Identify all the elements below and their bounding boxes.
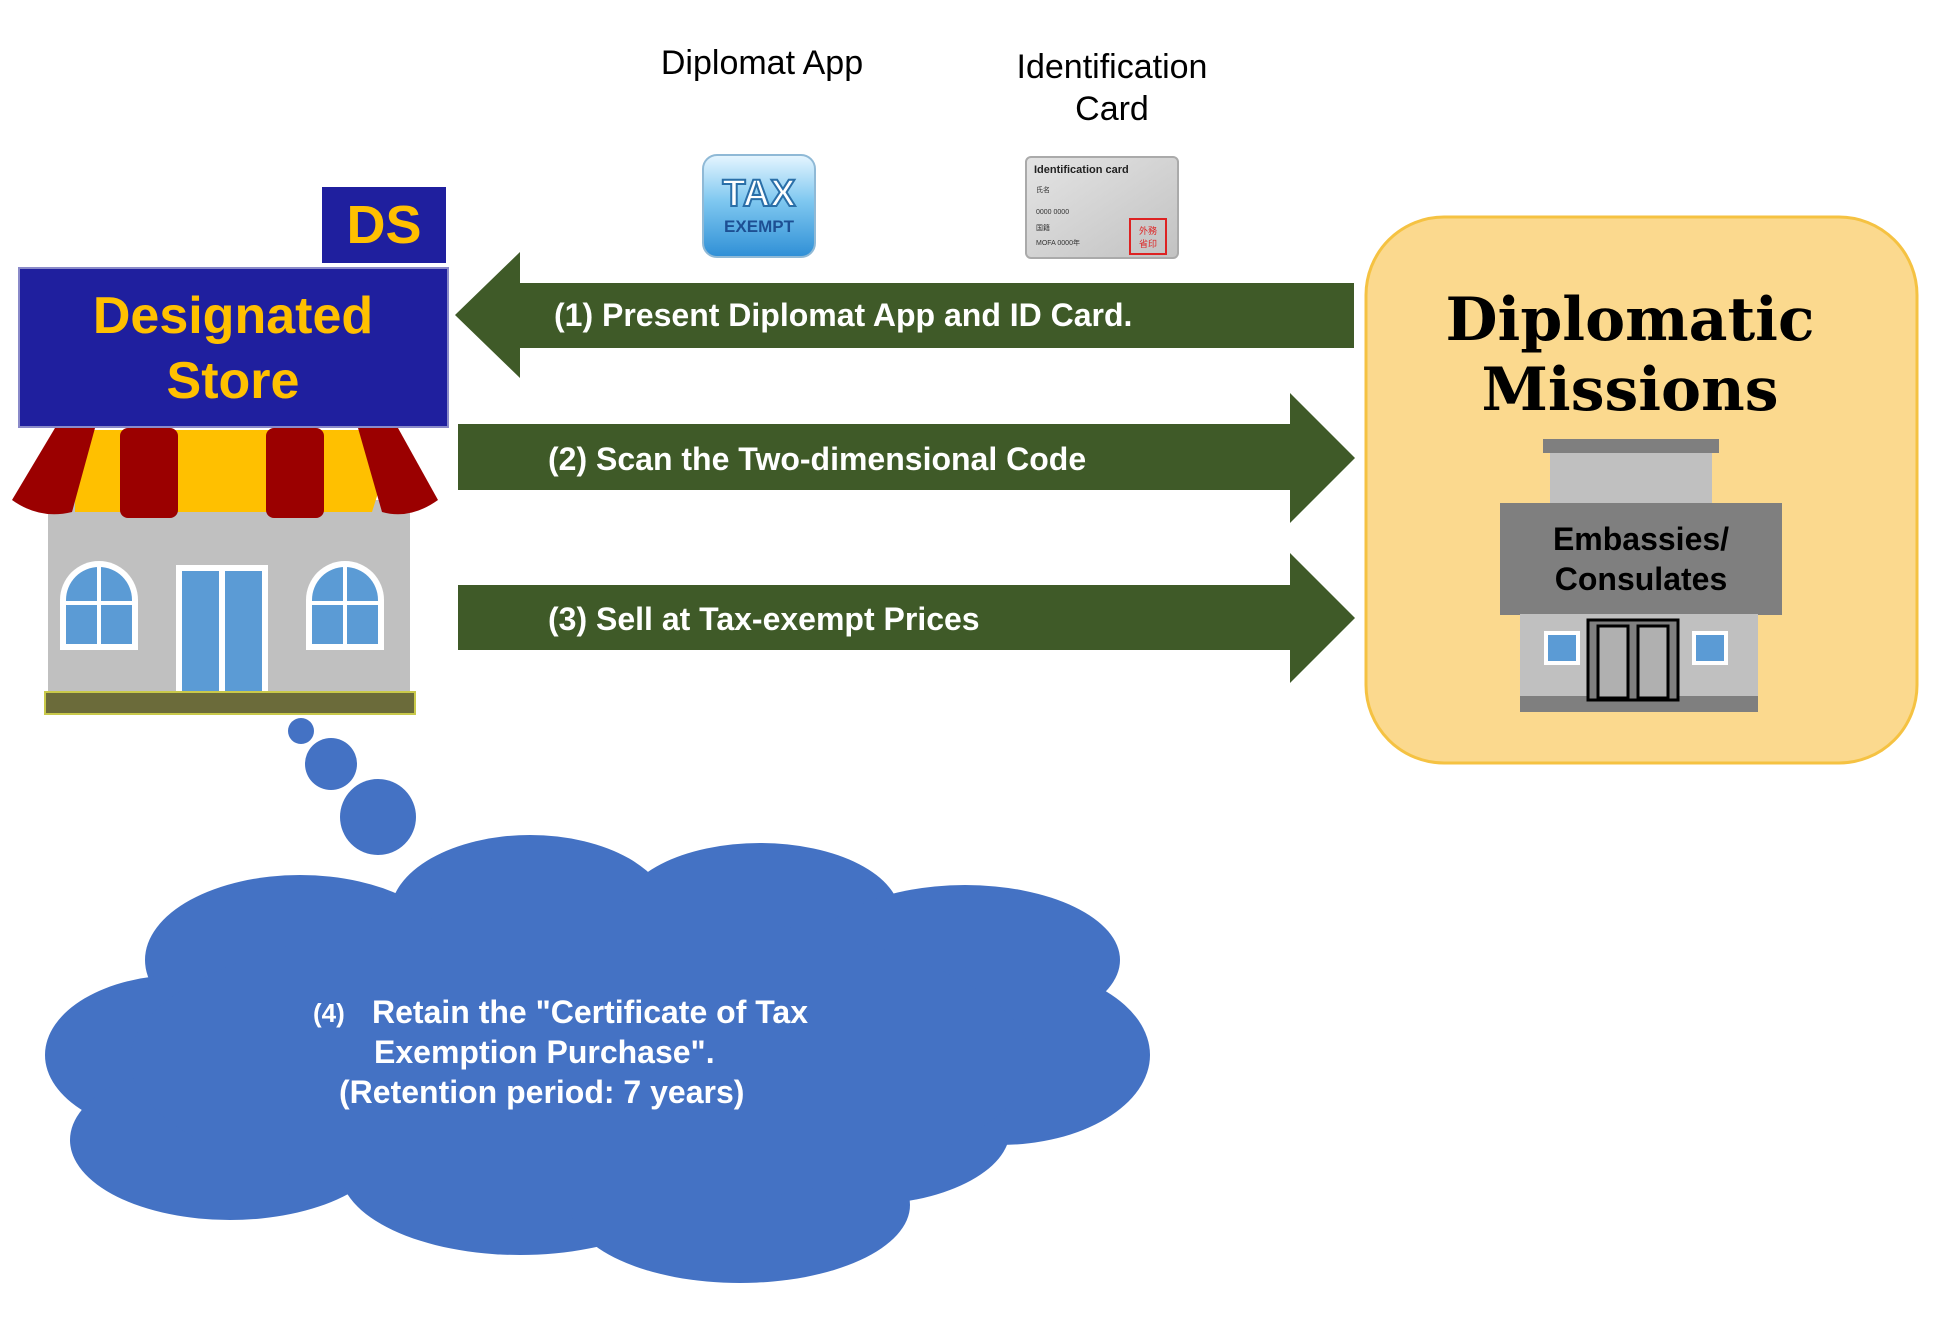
arrow-step1-label: (1) Present Diplomat App and ID Card. — [554, 297, 1132, 333]
retention-cloud — [45, 835, 1150, 1283]
arrow-step3 — [458, 553, 1355, 683]
app-icon-text-tax: TAX — [722, 173, 796, 215]
id-card-row4: MOFA 0000年 — [1036, 238, 1080, 247]
embassy-building-icon — [1500, 439, 1782, 712]
thought-bubble-medium — [305, 738, 357, 790]
missions-title-line1: Diplomatic — [1446, 285, 1815, 355]
id-card-row3: 国籍 — [1036, 223, 1050, 232]
step4-number: (4) — [313, 998, 345, 1028]
designated-store-sign — [18, 267, 449, 428]
id-card-seal-line1: 外務 — [1139, 225, 1157, 236]
embassy-label-line2: Consulates — [1555, 561, 1727, 597]
arrow-step2-label: (2) Scan the Two-dimensional Code — [548, 441, 1086, 477]
store-name-line2: Store — [167, 352, 300, 410]
embassy-label-line1: Embassies/ — [1553, 521, 1729, 557]
id-card-row1: 氏名 — [1036, 185, 1050, 194]
step4-line3: (Retention period: 7 years) — [339, 1074, 744, 1110]
arrow-step2 — [458, 393, 1355, 523]
id-card-title: Identification card — [1034, 164, 1129, 176]
store-name-line1: Designated — [93, 287, 373, 345]
identification-card-icon: Identification card 氏名 0000 0000 国籍 MOFA… — [1025, 156, 1179, 259]
tax-exempt-app-icon: TAX EXEMPT — [702, 154, 816, 258]
ds-badge-text: DS — [346, 195, 421, 255]
thought-bubble-large — [340, 779, 416, 855]
arrow-step1 — [455, 252, 1354, 378]
id-card-seal-line2: 省印 — [1139, 238, 1157, 249]
diplomat-app-label: Diplomat App — [661, 44, 863, 82]
step4-line2: Exemption Purchase". — [374, 1034, 715, 1070]
store-building-icon — [12, 428, 438, 715]
id-card-label-line2: Card — [1075, 90, 1149, 128]
thought-bubble-small — [288, 718, 314, 744]
missions-title-line2: Missions — [1482, 355, 1779, 425]
id-card-seal — [1129, 218, 1167, 255]
ds-badge — [322, 187, 446, 263]
app-icon-text-exempt: EXEMPT — [724, 217, 795, 236]
id-card-row2: 0000 0000 — [1036, 209, 1069, 216]
id-card-label-line1: Identification — [1017, 48, 1208, 86]
arrow-step3-label: (3) Sell at Tax-exempt Prices — [548, 601, 980, 637]
step4-line1: Retain the "Certificate of Tax — [372, 994, 808, 1030]
